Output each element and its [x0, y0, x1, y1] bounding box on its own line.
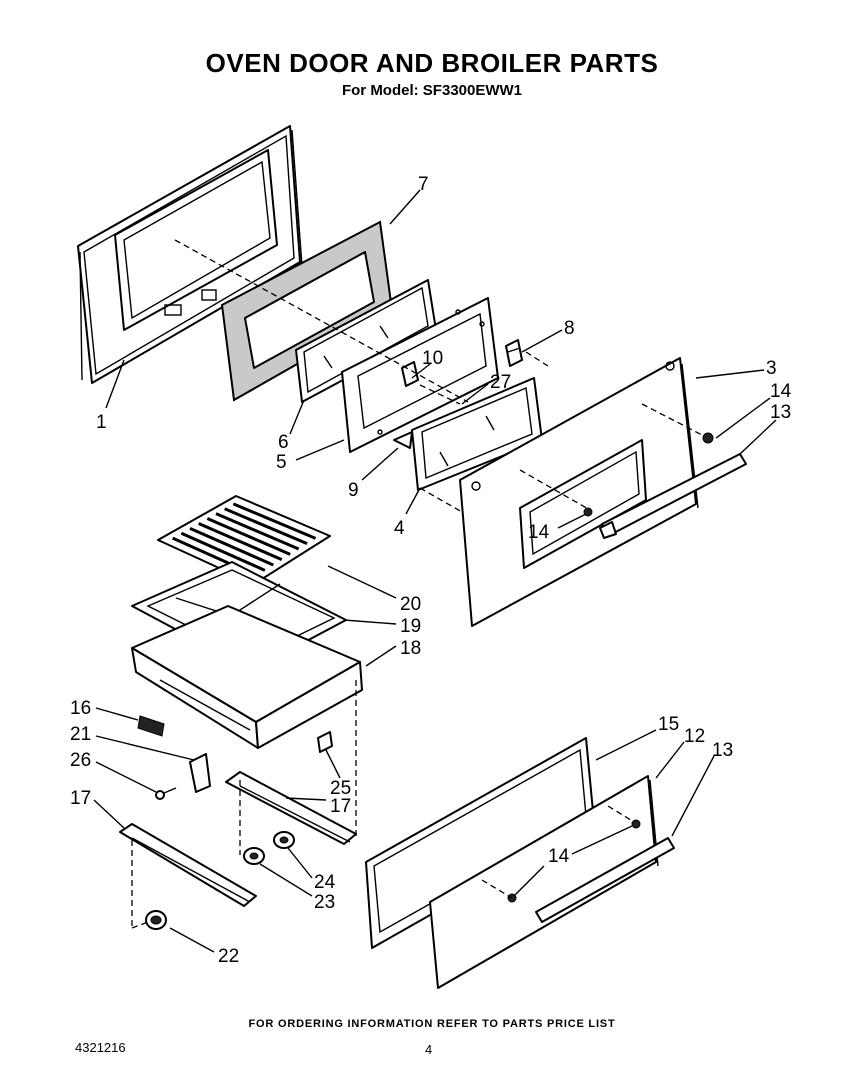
callout-labels: 1 7 8 3 14 13 10 27 6 5 9 4 14 20 19 18 …: [70, 174, 792, 967]
callout-12: 12: [684, 726, 705, 747]
callout-26: 26: [70, 750, 91, 771]
callout-15: 15: [658, 714, 679, 735]
callout-9: 9: [348, 480, 359, 501]
callout-24: 24: [314, 872, 336, 893]
callout-3: 3: [766, 358, 777, 379]
part-20-broiler-grid: [157, 495, 331, 585]
page-number: 4: [425, 1042, 433, 1057]
callout-23: 23: [314, 892, 335, 913]
part-17-left-rail: [119, 823, 257, 907]
grid-slot: [180, 531, 266, 572]
part-9-corner-bracket: [393, 431, 413, 449]
part-1-inner-door-liner: [77, 125, 303, 384]
grid-slot: [232, 502, 317, 540]
part-26-screw: [155, 787, 177, 800]
part-8-clip: [505, 339, 523, 367]
ordering-note: FOR ORDERING INFORMATION REFER TO PARTS …: [248, 1018, 616, 1030]
callout-27: 27: [490, 372, 511, 393]
callout-6: 6: [278, 432, 289, 453]
part-13-drawer-handle: [535, 837, 675, 923]
callout-13-lower: 13: [712, 740, 733, 761]
callout-10: 10: [422, 348, 443, 369]
grid-slot: [224, 507, 308, 546]
part-18-broiler-pan: [131, 605, 363, 749]
grid-slot: [215, 512, 300, 551]
callout-4: 4: [394, 518, 405, 539]
assembly-lines: [131, 239, 705, 929]
callout-22: 22: [218, 946, 239, 967]
part-25-clip: [317, 731, 333, 753]
callout-16: 16: [70, 698, 91, 719]
part-23-bumper: [243, 847, 265, 865]
part-24-bumper: [273, 831, 295, 849]
part-5-glass-frame: [341, 297, 499, 453]
callout-7: 7: [418, 174, 429, 195]
callout-5: 5: [276, 452, 287, 473]
grid-slot: [189, 526, 274, 567]
grid-slot: [198, 522, 283, 562]
part-13-door-handle: [599, 453, 747, 539]
part-3-outer-door-panel: [459, 357, 699, 627]
callout-18: 18: [400, 638, 421, 659]
model-subtitle: For Model: SF3300EWW1: [341, 82, 523, 99]
part-16-broiler-element: [137, 715, 165, 737]
callout-19: 19: [400, 616, 421, 637]
callout-17-right: 17: [330, 796, 351, 817]
callout-21: 21: [70, 724, 91, 745]
callout-25: 25: [330, 778, 351, 799]
part-22-foot: [145, 910, 167, 930]
leader-lines: [93, 189, 777, 953]
callout-14-mid: 14: [528, 522, 550, 543]
page-title: OVEN DOOR AND BROILER PARTS: [205, 48, 659, 78]
callout-13-upper: 13: [770, 402, 791, 423]
callout-14-lower: 14: [548, 846, 570, 867]
callout-14-upper: 14: [770, 381, 792, 402]
callout-1: 1: [96, 412, 107, 433]
grid-slot: [206, 517, 291, 556]
callout-20: 20: [400, 594, 421, 615]
callout-17-left: 17: [70, 788, 91, 809]
part-21-latch: [189, 753, 211, 793]
document-number: 4321216: [75, 1040, 126, 1055]
callout-8: 8: [564, 318, 575, 339]
